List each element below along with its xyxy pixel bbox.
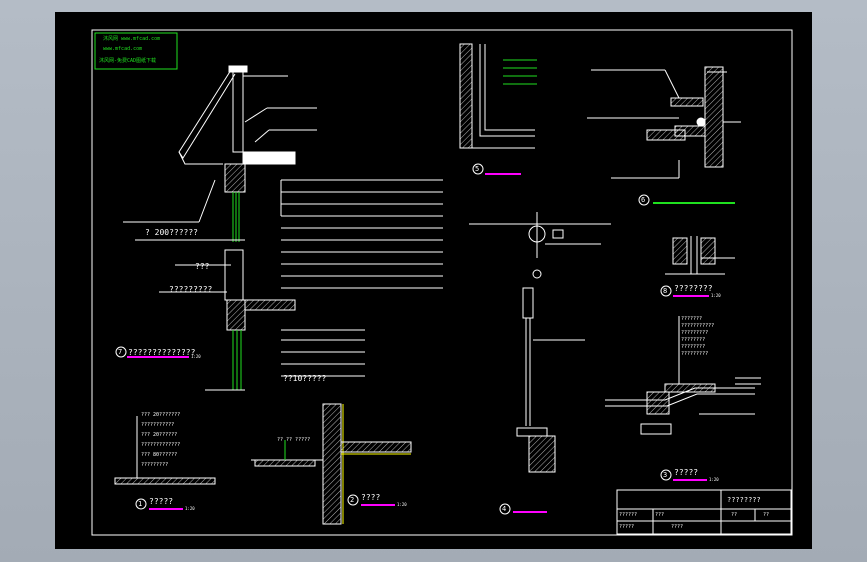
layer-note: ????????? (681, 351, 709, 357)
title-block-cell-5: ?? (731, 512, 738, 518)
title-block-frame (616, 489, 792, 535)
section-6 (587, 66, 741, 179)
detail-1-scale: 1:20 (185, 506, 195, 511)
callout-circle-5 (472, 163, 484, 175)
stamp-line-1: 沐风网 www.mfcad.com (103, 36, 161, 42)
detail-1-number: 1 (138, 500, 143, 508)
detail-8-title: ???????? (674, 284, 713, 293)
layer-note: ????????? (681, 330, 709, 336)
drawing-canvas[interactable]: 沐风网 www.mfcad.com www.mfcad.com 沐风网-免费CA… (55, 12, 812, 549)
drawing-border (91, 29, 793, 536)
title-block-cell-4: ?????? (619, 512, 638, 518)
leader-stack-7b (281, 329, 365, 377)
callout-circle-7 (115, 346, 127, 358)
detail-3-scale: 1:20 (709, 477, 719, 482)
detail-2-number: 2 (350, 496, 355, 504)
leader-stack-7a (280, 179, 443, 289)
detail-3-number: 3 (663, 471, 668, 479)
stamp-line-3: 沐风网-免费CAD图纸下载 (99, 58, 157, 64)
layer-note: ????????????? (141, 442, 181, 448)
title-block-cell-3: ???? (671, 524, 684, 530)
callout-circle-2 (347, 494, 359, 506)
layer-note: ????????? (141, 462, 169, 468)
note-5: ?? ?? ????? (277, 437, 311, 443)
note-4: ??10????? (283, 374, 327, 383)
stamp-box (94, 32, 178, 70)
callout-circle-3 (660, 469, 672, 481)
callout-circle-8 (660, 285, 672, 297)
detail-8-number: 8 (663, 287, 668, 295)
detail-2-title: ???? (361, 493, 381, 502)
section-5 (459, 43, 537, 149)
detail-4-number: 4 (502, 505, 507, 513)
layer-note: ??? 20?????? (141, 432, 178, 438)
layer-note: ???????? (681, 344, 706, 350)
detail-1-title: ????? (149, 497, 174, 506)
title-block-cell-2: ??? (655, 512, 665, 518)
layer-note: ??? 80?????? (141, 452, 178, 458)
callout-circle-6 (638, 194, 650, 206)
title-block-cell-1: ????? (619, 524, 635, 530)
title-block-cell-6: ?? (763, 512, 770, 518)
section-2 (251, 403, 412, 525)
detail-7-number: 7 (118, 348, 123, 356)
stamp-line-2: www.mfcad.com (103, 46, 143, 52)
layer-note: ??????????? (141, 422, 175, 428)
note-2: ??? (195, 262, 210, 271)
note-1: ? 200?????? (145, 228, 198, 237)
cad-drawing (91, 29, 793, 536)
section-7-parapet (123, 65, 317, 391)
layer-note: ??? 20??????? (141, 412, 181, 418)
detail-8-scale: 1:20 (711, 293, 721, 298)
detail-7-scale: 1:20 (191, 354, 201, 359)
callout-circle-4 (499, 503, 511, 515)
title-block-drawing-name: ???????? (727, 496, 761, 504)
detail-2-scale: 1:20 (397, 502, 407, 507)
layer-notes-3: ??????? ??????????? ????????? ???????? ?… (681, 316, 714, 357)
detail-7-title: ?????????????? (128, 348, 196, 357)
layer-note: ??????? (681, 316, 703, 322)
layer-notes-1: ??? 20??????? ??????????? ??? 20?????? ?… (141, 412, 180, 468)
section-8 (665, 236, 735, 275)
callout-circle-1 (135, 498, 147, 510)
note-3: ????????? (169, 285, 213, 294)
section-1 (114, 416, 216, 485)
layer-note: ??????????? (681, 323, 715, 329)
section-4-pipe (469, 212, 611, 473)
detail-5-number: 5 (475, 165, 480, 173)
detail-6-number: 6 (641, 196, 646, 204)
section-3 (605, 316, 761, 435)
detail-3-title: ????? (674, 468, 699, 477)
layer-note: ???????? (681, 337, 706, 343)
